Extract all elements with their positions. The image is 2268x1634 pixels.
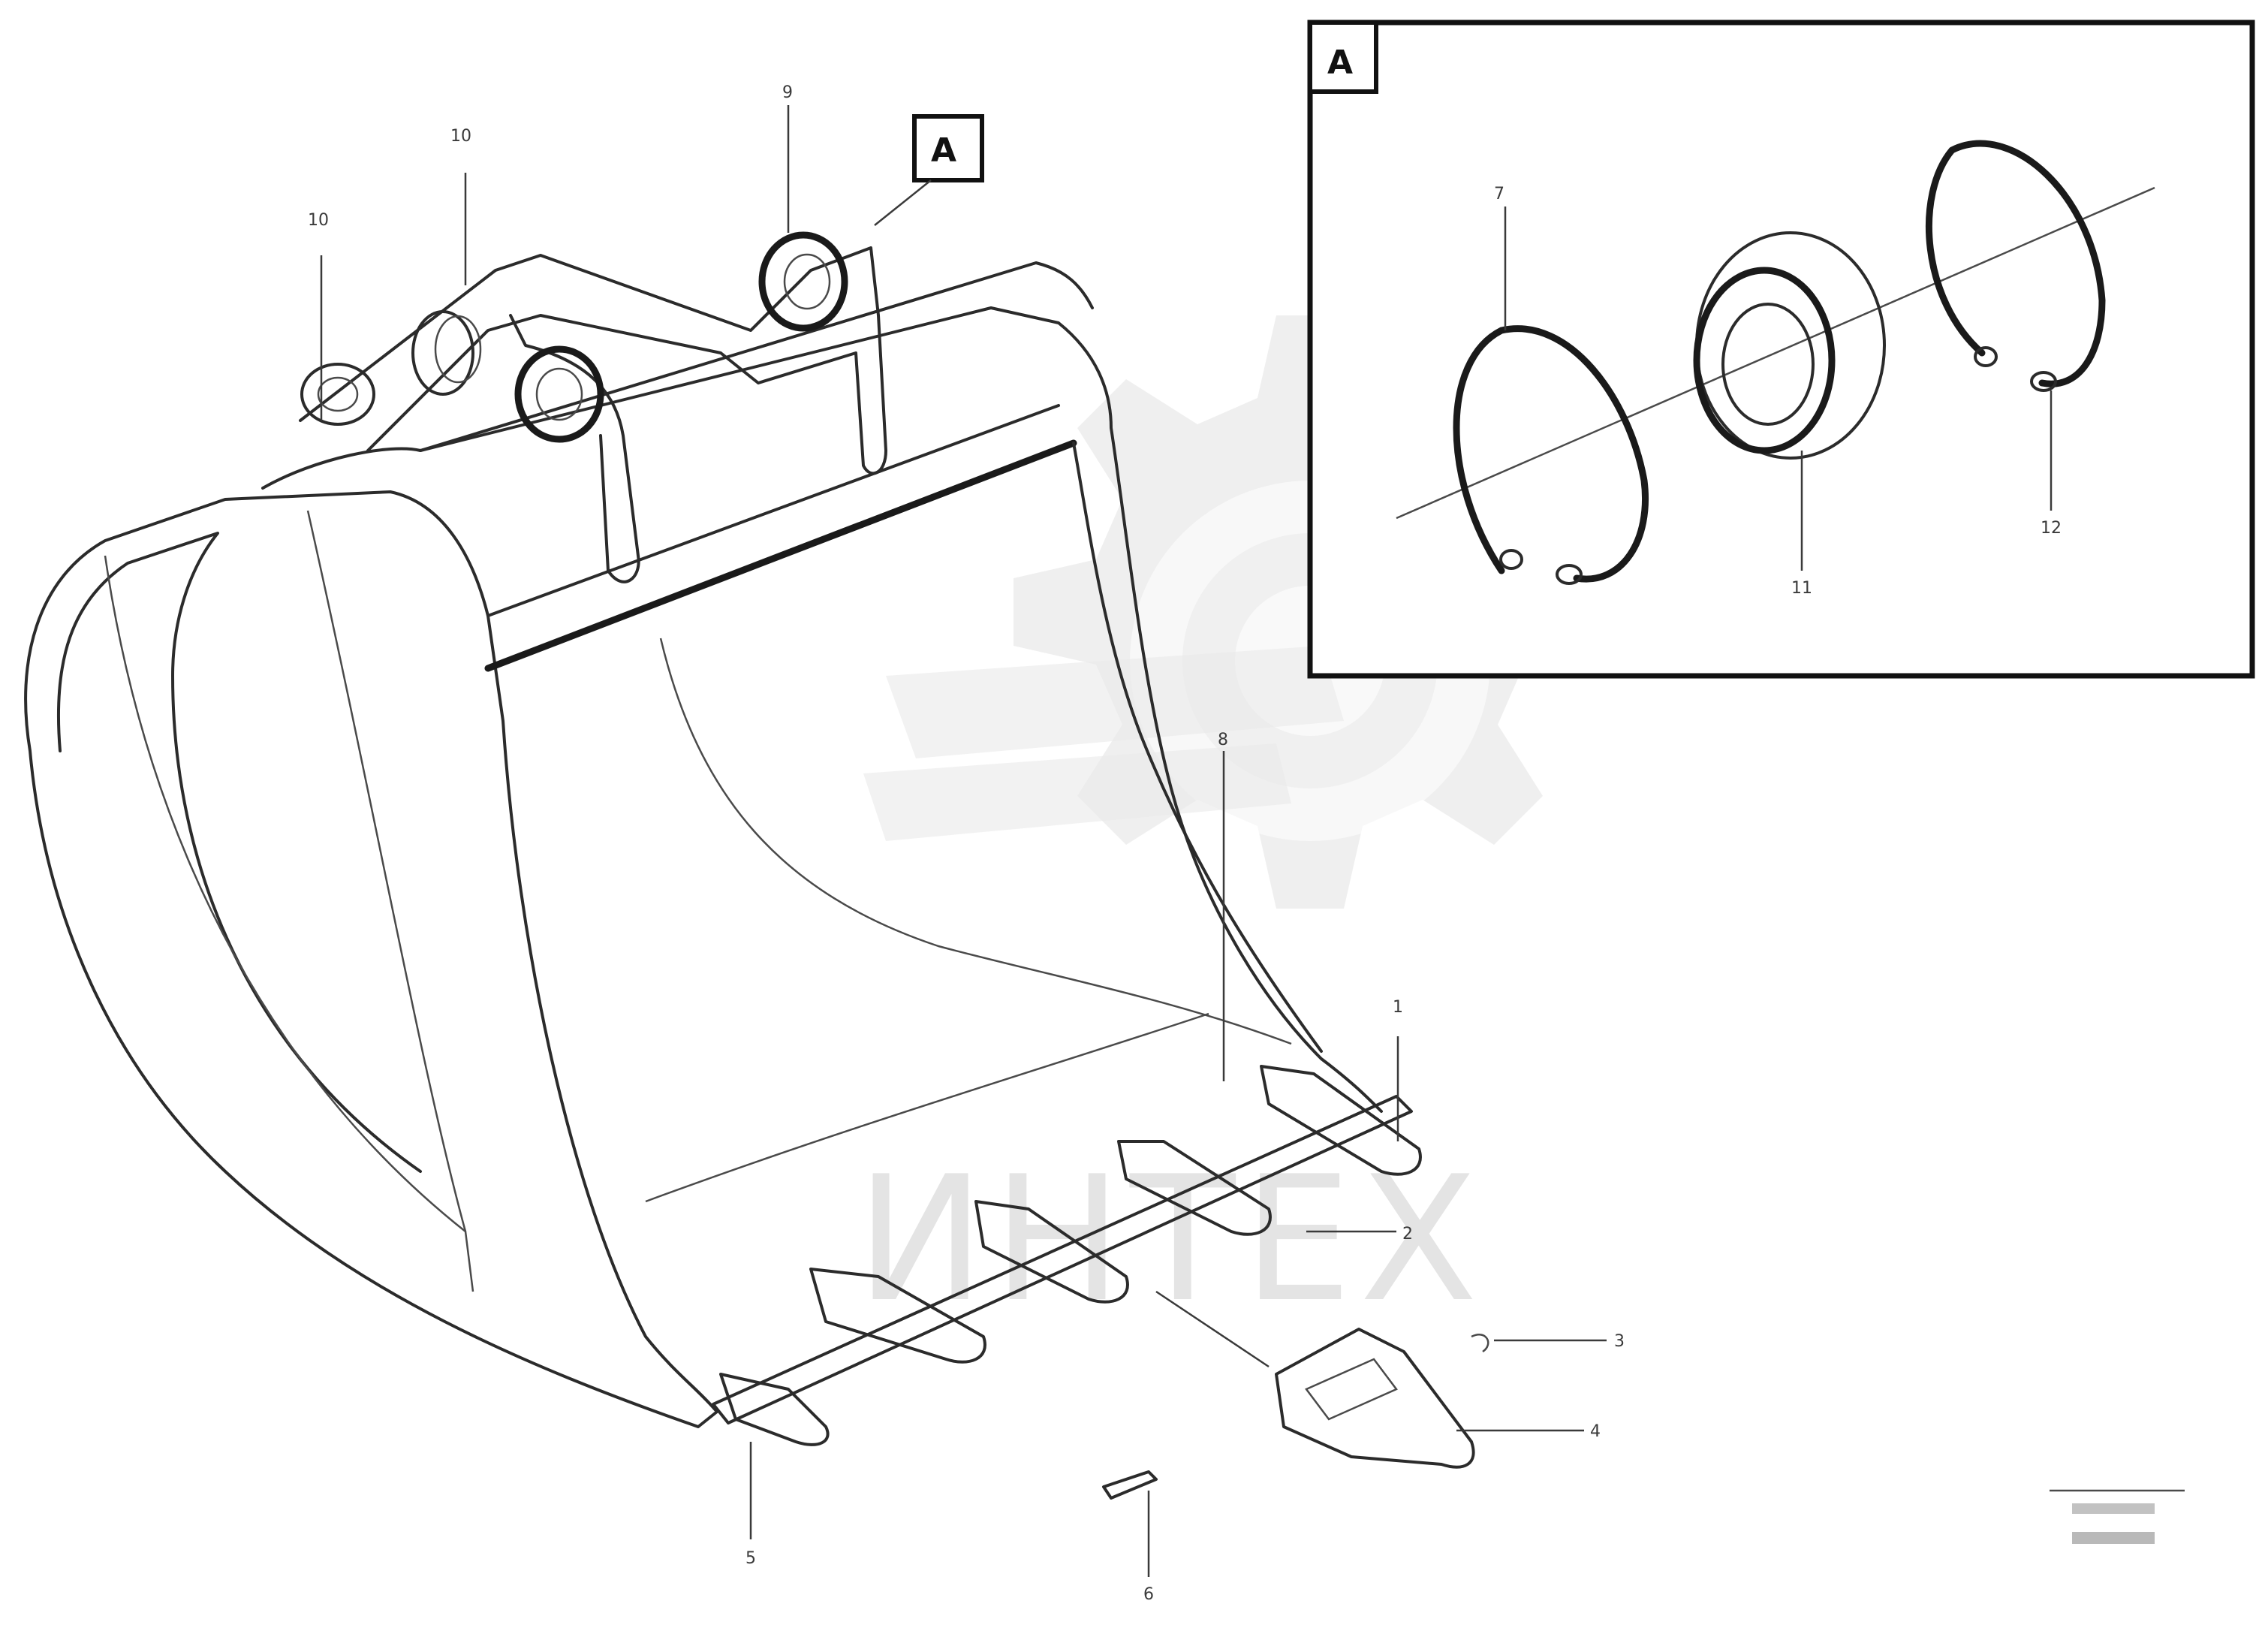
callout-5: 5 — [745, 1549, 756, 1568]
callout-2: 2 — [1402, 1225, 1413, 1244]
svg-text:A: A — [931, 131, 956, 170]
callout-4: 4 — [1590, 1422, 1601, 1441]
callout-9: 9 — [782, 83, 793, 102]
bucket-teeth — [719, 1065, 1489, 1500]
callout-12: 11 — [1791, 579, 1812, 598]
svg-text:A: A — [1327, 44, 1353, 82]
callout-leaders — [320, 105, 2053, 1577]
callout-13: 12 — [2041, 519, 2062, 538]
callout-1: 1 — [1393, 998, 1403, 1017]
detail-box-a: A — [1307, 20, 2255, 679]
callout-numbers: 10 10 9 8 1 2 3 4 5 6 7 11 12 — [308, 83, 2062, 1604]
watermark-text: ИНТЕХ — [856, 1140, 1485, 1340]
callout-10-left: 10 — [308, 211, 329, 230]
callout-3: 3 — [1614, 1332, 1625, 1351]
detail-flag-a: A — [874, 114, 984, 226]
mounting-lugs — [299, 231, 887, 583]
callout-11: 7 — [1494, 185, 1504, 203]
callout-10-top: 10 — [450, 127, 471, 146]
excavator-bucket — [24, 261, 1413, 1428]
drawing-reference — [2050, 1489, 2185, 1544]
callout-8: 8 — [1218, 731, 1228, 749]
callout-6: 6 — [1143, 1585, 1154, 1604]
